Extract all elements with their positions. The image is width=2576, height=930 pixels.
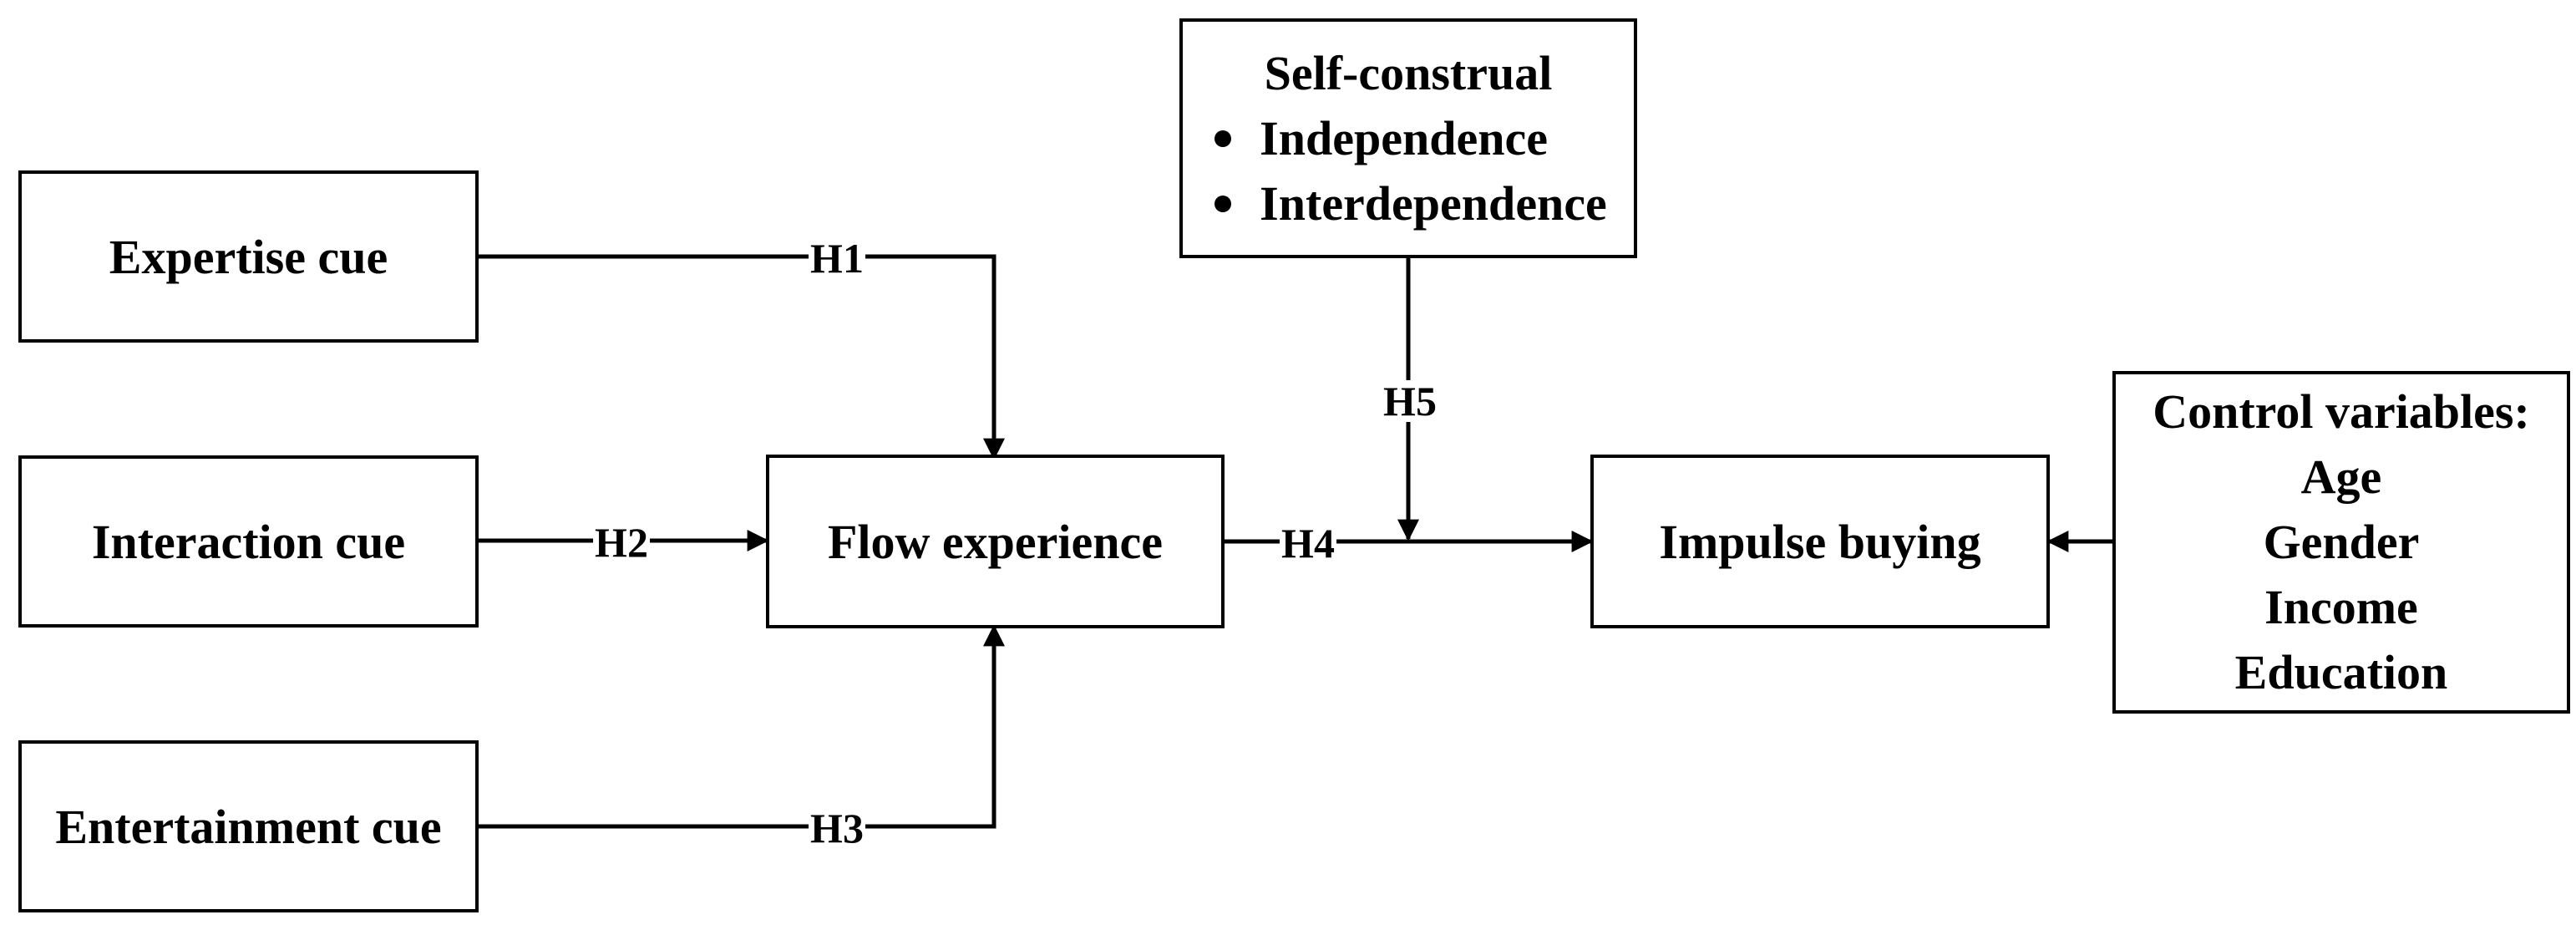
- control-variables-title: Control variables:: [2153, 384, 2530, 439]
- h5-label: H5: [1382, 378, 1438, 424]
- impulse-buying-box: Impulse buying: [1590, 455, 2050, 628]
- h1-label: H1: [809, 235, 865, 282]
- self-construal-item-label: Independence: [1260, 110, 1548, 165]
- control-variables-box: Control variables: Age Gender Income Edu…: [2112, 371, 2570, 714]
- bullet-icon: [1214, 195, 1232, 212]
- control-variable-item: Income: [2264, 580, 2418, 634]
- bullet-icon: [1214, 130, 1232, 147]
- control-variable-item: Gender: [2263, 515, 2420, 569]
- h3-arrow: [478, 624, 1005, 829]
- control-variable-item: Education: [2234, 645, 2448, 699]
- expertise-cue-label: Expertise cue: [109, 229, 388, 284]
- entertainment-cue-label: Entertainment cue: [55, 799, 442, 854]
- self-construal-title: Self-construal: [1264, 45, 1553, 100]
- h2-label: H2: [593, 519, 650, 566]
- interaction-cue-box: Interaction cue: [18, 455, 479, 628]
- impulse-buying-label: Impulse buying: [1659, 514, 1981, 569]
- control-variable-item: Age: [2300, 450, 2382, 504]
- h1-arrow: [478, 254, 1005, 460]
- flow-experience-box: Flow experience: [766, 455, 1225, 628]
- self-construal-box: Self-construal Independence Interdepende…: [1179, 18, 1637, 258]
- self-construal-item: Interdependence: [1209, 171, 1607, 236]
- self-construal-item: Independence: [1209, 106, 1548, 171]
- h3-label: H3: [809, 805, 865, 851]
- interaction-cue-label: Interaction cue: [91, 514, 406, 569]
- entertainment-cue-box: Entertainment cue: [18, 740, 479, 912]
- flow-experience-label: Flow experience: [827, 514, 1163, 569]
- h4-label: H4: [1280, 520, 1336, 567]
- expertise-cue-box: Expertise cue: [18, 170, 479, 343]
- self-construal-item-label: Interdependence: [1260, 175, 1607, 231]
